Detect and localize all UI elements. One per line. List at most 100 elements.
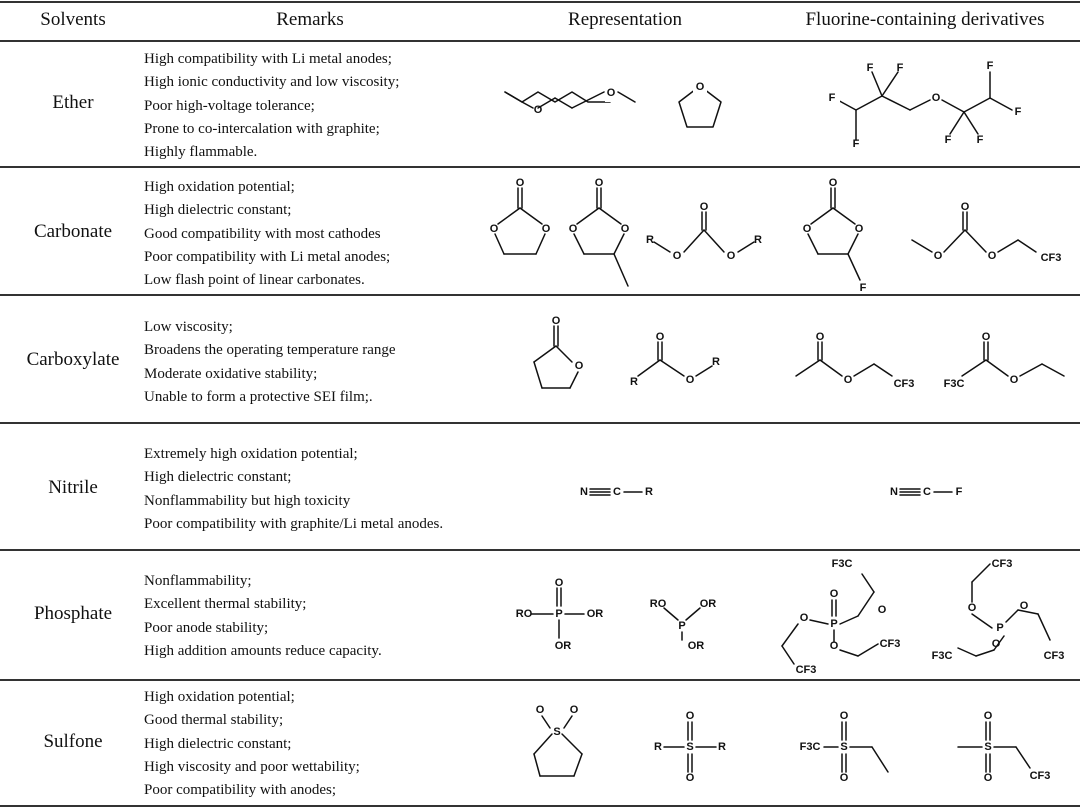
remarks-cell: High oxidation potential; High dielectri… xyxy=(144,176,494,292)
atom-label: O xyxy=(569,223,578,235)
atom-label: R xyxy=(645,486,653,498)
atom-label: F xyxy=(860,282,867,294)
atom-label: O xyxy=(829,177,838,189)
atom-label: O xyxy=(844,374,853,386)
remark-line: Prone to co-intercalation with graphite; xyxy=(144,120,380,137)
atom-label: O xyxy=(570,704,579,716)
table-bottom-rule xyxy=(0,805,1080,807)
atom-label: F xyxy=(829,92,836,104)
remarks-cell: High compatibility with Li metal anodes;… xyxy=(144,48,494,164)
atom-label: O xyxy=(555,577,564,589)
remark-line: Extremely high oxidation potential; xyxy=(144,446,358,462)
atom-label: O xyxy=(534,104,543,116)
remarks-cell: High oxidation potential; Good thermal s… xyxy=(144,686,494,802)
atom-label: O xyxy=(830,640,839,652)
atom-label: R xyxy=(630,376,638,388)
tris-trifluoroethyl-phosphate-structure: F3C O P O O O CF3 CF3 xyxy=(781,558,900,676)
remark-line: Nonflammability but high toxicity xyxy=(144,492,351,509)
dialkyl-sulfone-structure: O S O R R xyxy=(654,710,726,784)
remark-line: Broadens the operating temperature range xyxy=(144,342,396,359)
atom-label: O xyxy=(984,772,993,784)
atom-label: S xyxy=(553,726,560,738)
atom-label: F xyxy=(897,62,904,74)
ethylene-carbonate-structure: O O O xyxy=(490,177,551,255)
remark-line: High oxidation potential; xyxy=(144,689,295,705)
row-divider xyxy=(0,679,1080,681)
atom-label: O xyxy=(490,223,499,235)
atom-label: O xyxy=(840,772,849,784)
atom-label: OR xyxy=(587,608,604,620)
gamma-butyrolactone-structure: O O xyxy=(533,315,584,389)
atom-label: O xyxy=(542,223,551,235)
remark-line: Poor high-voltage tolerance; xyxy=(144,97,315,114)
remarks-cell: Extremely high oxidation potential; High… xyxy=(144,443,494,536)
atom-label: O xyxy=(984,710,993,722)
sulfolane-structure: O O S xyxy=(533,704,583,777)
atom-label: N xyxy=(580,486,588,498)
atom-label: O xyxy=(855,223,864,235)
atom-label: P xyxy=(830,618,837,630)
atom-label: O xyxy=(552,315,561,327)
atom-label: CF3 xyxy=(1041,252,1062,264)
atom-label: OR xyxy=(555,640,572,652)
atom-label: C xyxy=(613,486,621,498)
atom-label: O xyxy=(516,177,525,189)
remarks-cell: Low viscosity; Broadens the operating te… xyxy=(144,316,494,409)
phosphate-structure: O P RO OR OR xyxy=(516,577,604,652)
atom-label: F xyxy=(853,138,860,150)
remark-line: Excellent thermal stability; xyxy=(144,596,307,613)
atom-label: O xyxy=(961,201,970,213)
atom-label: OR xyxy=(700,598,717,610)
atom-label: O xyxy=(621,223,630,235)
solvent-name: Ether xyxy=(52,92,94,113)
atom-label: OR xyxy=(688,640,705,652)
row-divider xyxy=(0,549,1080,551)
phosphite-structure: RO OR P OR xyxy=(650,598,717,652)
atom-label: R xyxy=(712,356,720,368)
remark-line: Poor compatibility with Li metal anodes; xyxy=(144,248,391,265)
atom-label: F3C xyxy=(932,650,953,662)
atom-label: O xyxy=(840,710,849,722)
remark-line: High oxidation potential; xyxy=(144,179,295,195)
atom-label: F3C xyxy=(944,378,965,390)
atom-label: O xyxy=(700,201,709,213)
remarks-cell: Nonflammability; Excellent thermal stabi… xyxy=(144,570,494,663)
atom-label: CF3 xyxy=(1044,650,1065,662)
solvent-name: Carbonate xyxy=(33,221,113,242)
linear-carbonate-structure: O R O O R xyxy=(646,201,762,262)
tris-trifluoroethyl-phosphite-structure: CF3 O P O O CF3 F3C xyxy=(932,558,1065,662)
atom-label: O xyxy=(932,92,941,104)
remark-line: Poor anode stability; xyxy=(144,619,269,636)
atom-label: S xyxy=(840,741,847,753)
atom-label: F xyxy=(945,134,952,146)
atom-label: O xyxy=(673,250,682,262)
atom-label: CF3 xyxy=(894,378,915,390)
atom-label: F3C xyxy=(832,558,853,570)
row-divider xyxy=(0,422,1080,424)
atom-label: O xyxy=(686,710,695,722)
atom-label: F xyxy=(1015,106,1022,118)
atom-label: RO xyxy=(650,598,667,610)
solvent-name: Sulfone xyxy=(43,731,103,752)
atom-label: P xyxy=(678,620,685,632)
remark-line: High dielectric constant; xyxy=(144,735,292,752)
atom-label: R xyxy=(754,234,762,246)
atom-label: O xyxy=(1020,600,1029,612)
trifluoromethyl-ethyl-sulfone-structure: O S O F3C xyxy=(800,710,889,784)
linear-ester-structure: O R O R xyxy=(630,331,720,388)
atom-label: O xyxy=(595,177,604,189)
atom-label: CF3 xyxy=(992,558,1013,570)
atom-label: F xyxy=(956,486,963,498)
row-divider xyxy=(0,294,1080,296)
atom-label: F xyxy=(867,62,874,74)
atom-label: O xyxy=(686,374,695,386)
fluorinated-ether-structure: F F F F O F F F F xyxy=(828,60,1022,150)
remark-line: Highly flammable. xyxy=(144,144,258,161)
atom-label: CF3 xyxy=(1030,770,1051,782)
remark-line: High addition amounts reduce capacity. xyxy=(144,642,382,659)
remark-line: Poor compatibility with anodes; xyxy=(144,782,337,799)
atom-label: O xyxy=(800,612,809,624)
remark-line: High dielectric constant; xyxy=(144,202,292,219)
atom-label: O xyxy=(982,331,991,343)
atom-label: N xyxy=(890,486,898,498)
